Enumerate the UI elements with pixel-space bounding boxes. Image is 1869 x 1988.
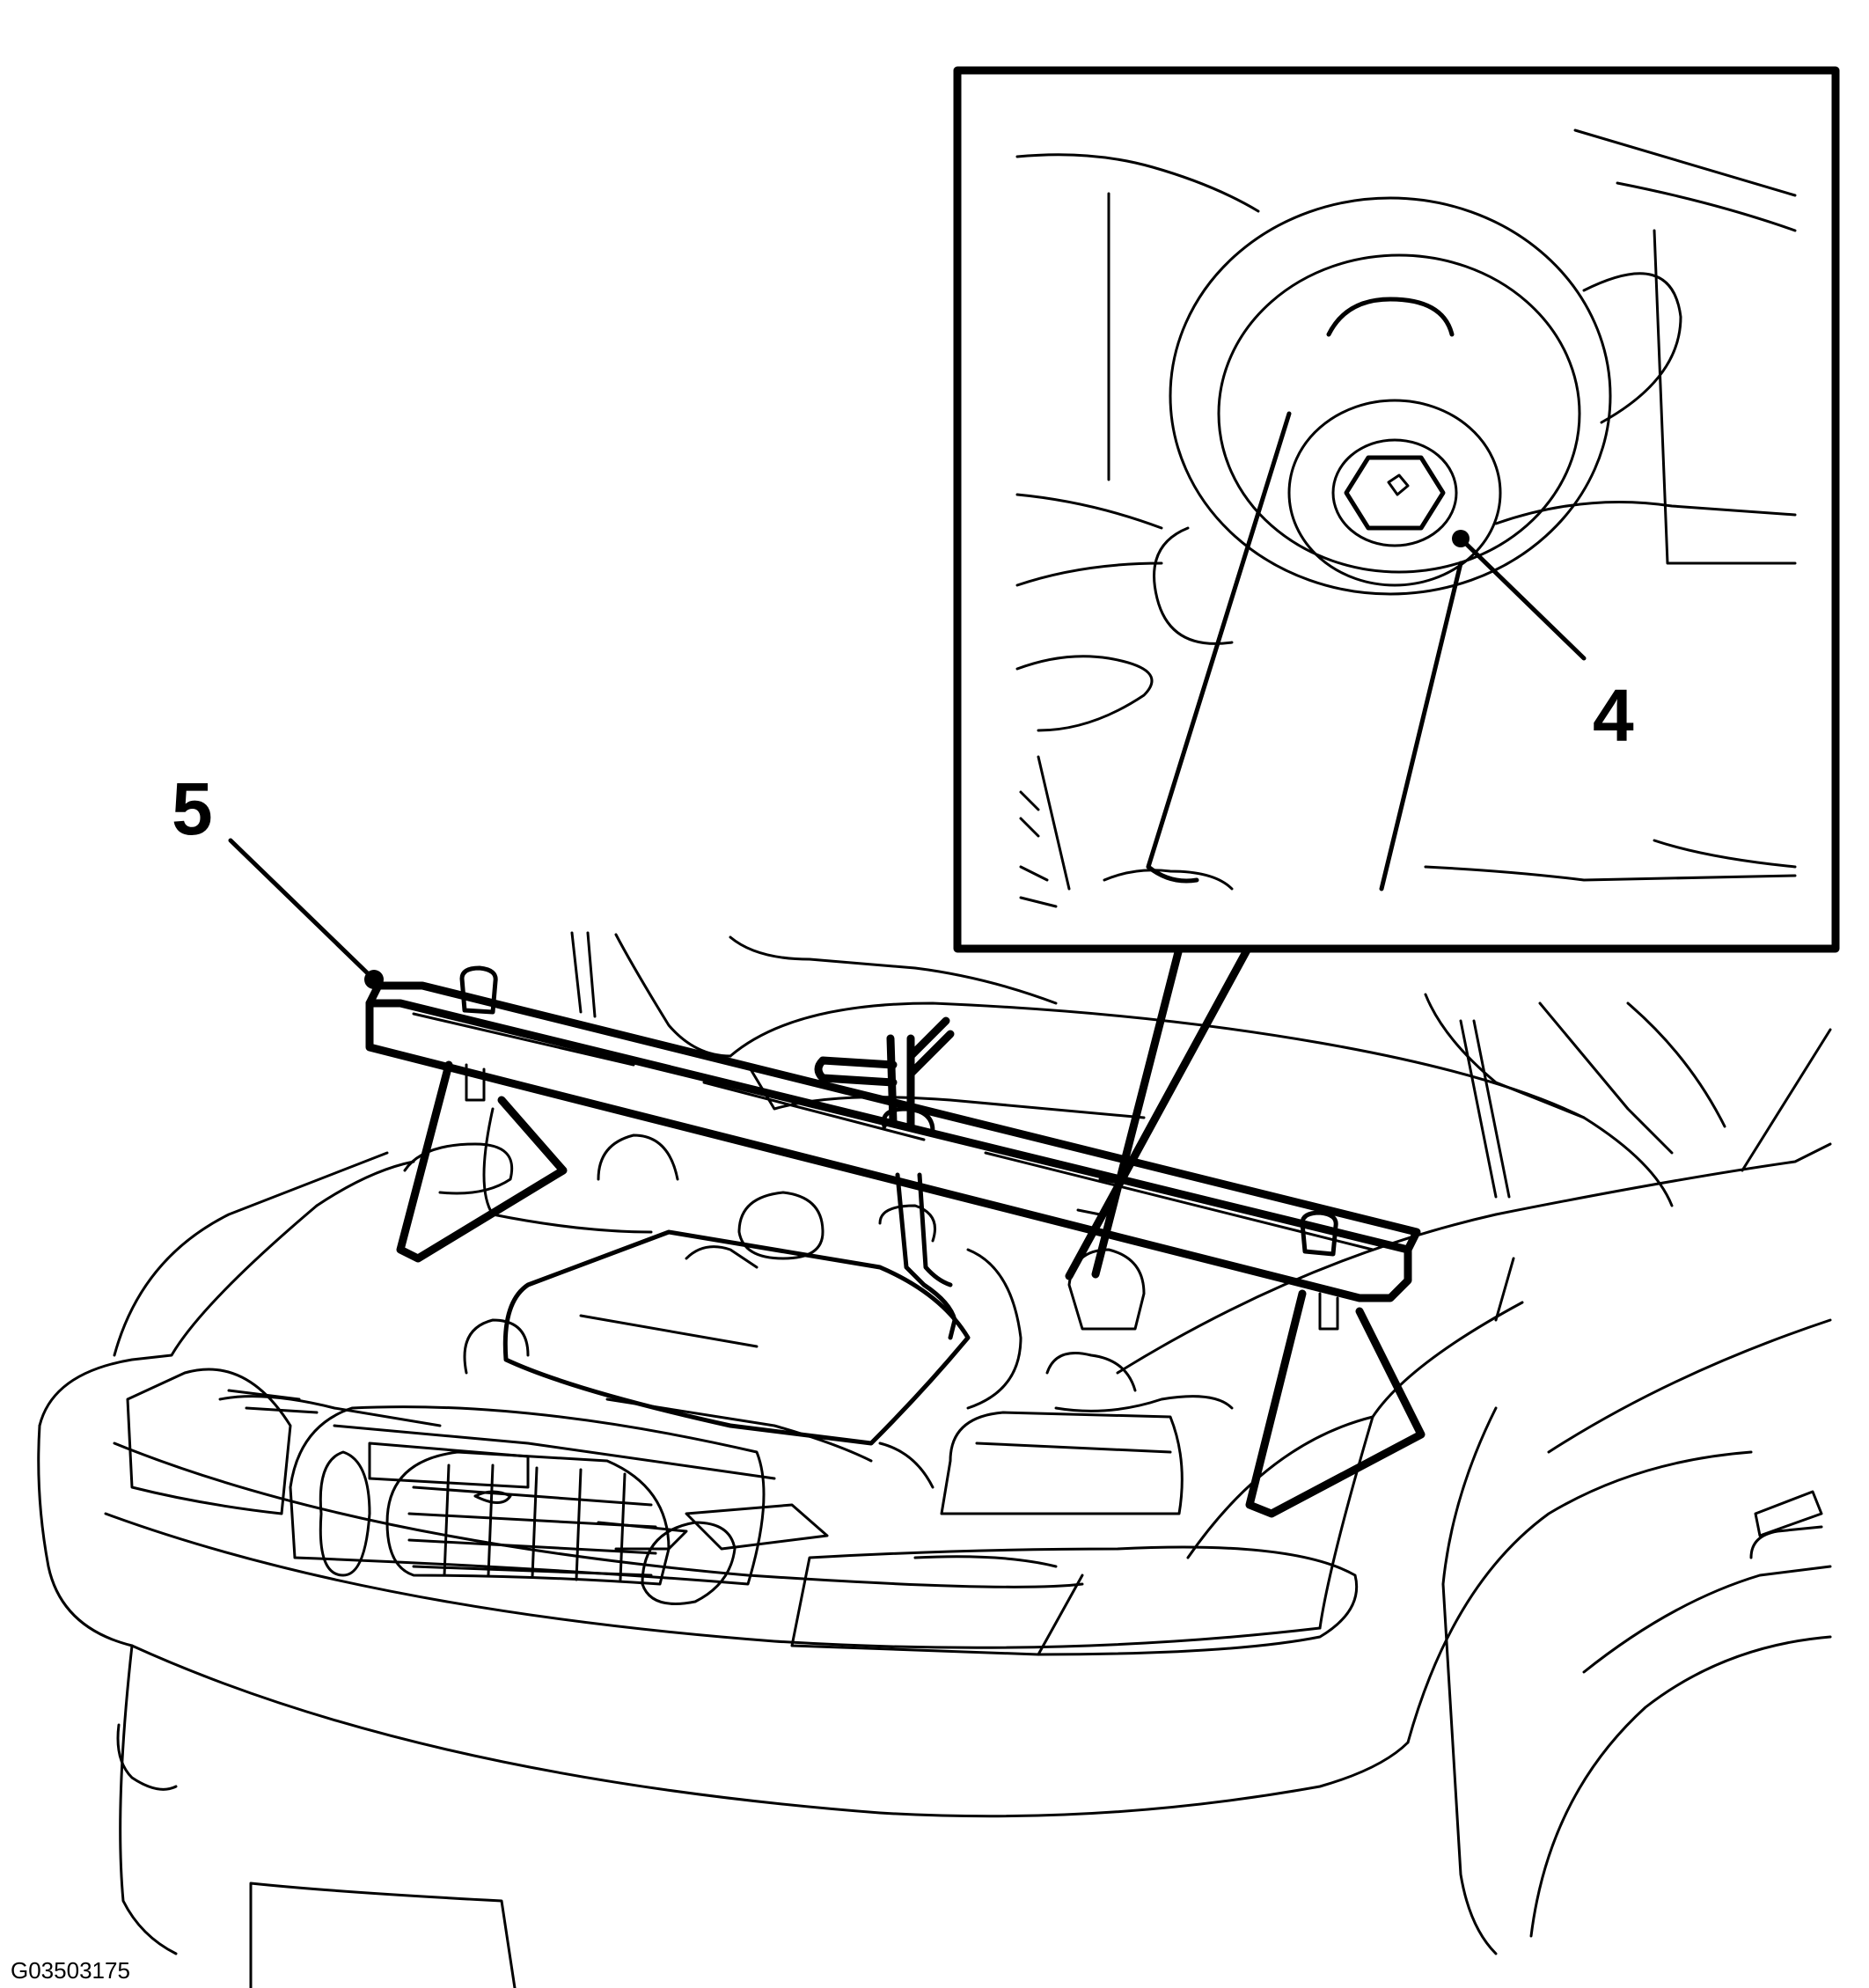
beam-knob-left — [459, 965, 498, 1015]
tensioner-bracket — [1326, 297, 1455, 337]
hood-strut — [1459, 1019, 1511, 1199]
front-grille — [289, 1405, 766, 1605]
car-body-outline — [37, 1028, 1832, 1988]
door-handle — [1754, 1490, 1823, 1537]
tensioner-pulley — [1153, 196, 1682, 645]
hex-nut-icon — [1344, 455, 1446, 531]
inset-background-structure — [1015, 128, 1797, 908]
detail-inset: 4 — [953, 66, 1840, 1280]
hex-socket — [1387, 473, 1410, 496]
pulley-inner-rim — [1217, 253, 1581, 574]
beam-leg-right — [1245, 1289, 1426, 1518]
tensioner-hub — [1287, 399, 1502, 587]
filler-cap — [737, 1191, 825, 1260]
callout-4-leader — [1458, 536, 1587, 661]
support-beam-tool: 5 — [172, 767, 1426, 1518]
callout-5-label: 5 — [172, 767, 213, 850]
battery — [940, 1411, 1184, 1515]
zoom-pointer-left — [1091, 944, 1184, 1279]
inset-frame — [953, 66, 1840, 953]
hub-inner-ring — [1331, 438, 1458, 547]
pulley-outer-rim — [1169, 196, 1612, 596]
callout-4-label: 4 — [1593, 674, 1634, 757]
beam-knob-right — [1300, 1210, 1338, 1257]
tensioner-spring — [1582, 272, 1682, 424]
figure-id: G03503175 — [11, 1957, 130, 1984]
reservoir-cap — [1067, 1248, 1146, 1331]
beam-leg-left — [396, 1060, 568, 1263]
engine-cover — [502, 1229, 971, 1446]
zoom-pointer-right — [1065, 944, 1252, 1280]
headlight-left — [126, 1368, 292, 1515]
beam-bar — [365, 999, 1412, 1302]
hood-open — [570, 931, 1726, 1322]
headlight-right — [790, 1545, 1359, 1656]
car-front — [37, 931, 1832, 1988]
tensioner-tool-arm — [1103, 411, 1463, 891]
callout-5-leader — [228, 838, 377, 982]
